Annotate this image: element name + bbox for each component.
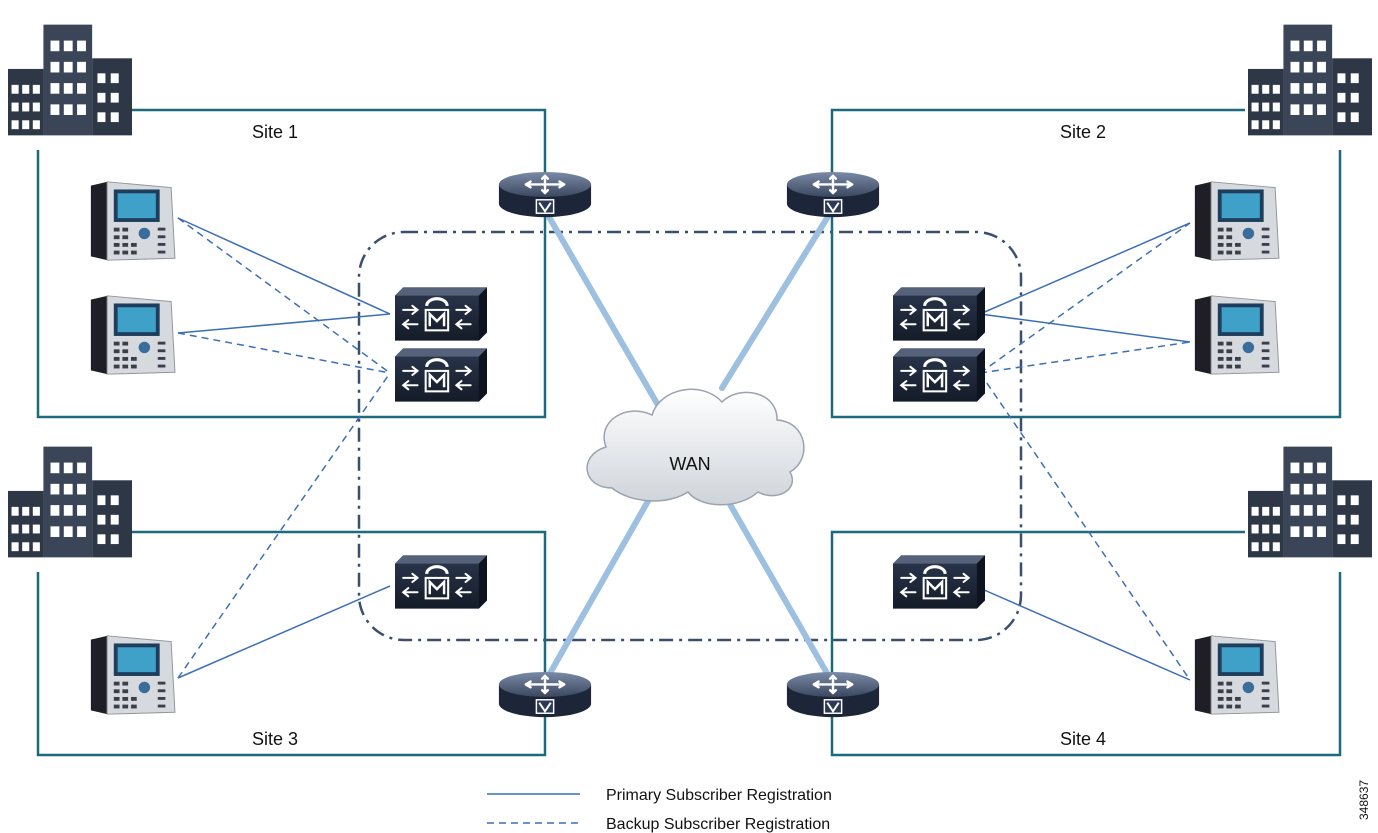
legend-backup-label: Backup Subscriber Registration [606,816,830,833]
backup-registration-line [979,222,1191,374]
wan-link-site3 [542,477,663,685]
site-3-registrations [177,372,391,679]
unified-cm-server-icon [395,287,487,341]
wan-links [542,207,835,685]
office-building-icon [1248,24,1372,136]
site-2-label: Site 2 [1060,122,1106,142]
figure-id: 348637 [1357,780,1371,820]
voice-router-icon [497,170,593,219]
unified-cm-server-icon [893,287,985,341]
unified-cm-server-icon [395,348,487,402]
primary-registration-line [177,217,391,315]
ip-phone-icon [90,181,176,261]
primary-registration-line [979,222,1191,315]
wan-cloud-icon [586,388,805,506]
legend-primary-label: Primary Subscriber Registration [606,787,832,804]
unified-cm-server-icon [893,348,985,402]
backup-registration-line [177,372,391,679]
backup-registration-line [177,217,391,374]
wan-link-site4 [713,477,835,685]
voice-router-icon [785,170,881,219]
site-1-registrations [177,217,391,374]
ip-phone-icon [90,635,176,715]
ip-phone-icon [1194,635,1280,715]
primary-registration-line [177,313,391,334]
cluster-boundary [357,230,1023,642]
site-1-label: Site 1 [252,122,298,142]
site-4-boundary [830,530,1342,757]
backup-registration-line [979,372,1191,681]
wan-link-site2 [719,207,835,391]
wan-label: WAN [669,454,710,474]
primary-registration-line [177,585,391,679]
legend: Primary Subscriber Registration Backup S… [487,787,832,833]
site-2-registrations [979,222,1191,374]
site-2-boundary [830,108,1342,419]
office-building-icon [8,24,132,136]
site-3-label: Site 3 [252,729,298,749]
site-3-boundary [36,530,547,757]
backup-registration-line [979,341,1191,374]
primary-registration-line [979,313,1191,343]
site-4-label: Site 4 [1060,729,1106,749]
unified-cm-server-icon [395,555,487,609]
ip-phone-icon [90,295,176,375]
primary-registration-line [974,585,1191,681]
office-building-icon [1248,446,1372,558]
site-4-registrations [974,372,1191,681]
ip-phone-icon [1194,295,1280,375]
unified-cm-server-icon [893,555,985,609]
office-building-icon [8,446,132,558]
voice-router-icon [785,670,881,719]
voice-router-icon [497,670,593,719]
wan-link-site1 [542,207,665,415]
site-1-boundary [36,108,547,419]
ip-phone-icon [1194,181,1280,261]
